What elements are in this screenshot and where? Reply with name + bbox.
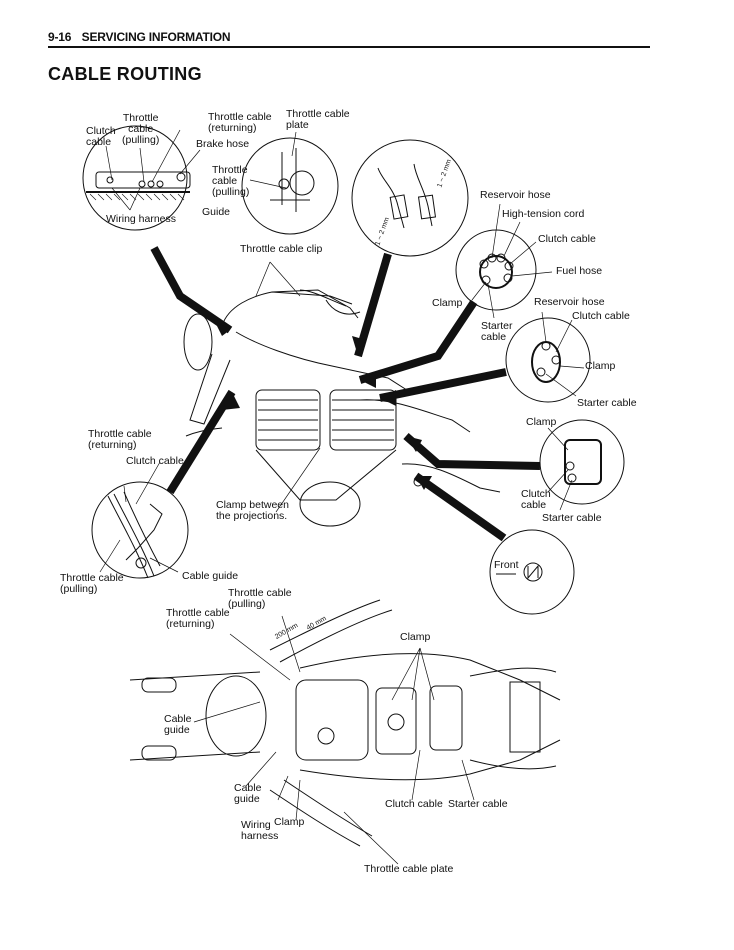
label-clutch-cable-5: Clutch cable [126, 455, 184, 467]
motorcycle-side-view [183, 289, 501, 527]
label-starter-cable-3: Starter cable [542, 512, 602, 524]
section-title: SERVICING INFORMATION [81, 30, 231, 44]
label-guide: Guide [202, 206, 231, 218]
label-clutch-cable-2: Clutch cable [538, 233, 596, 245]
label-starter-cable-4: Starter cable [448, 798, 508, 810]
page-number: 9-16 [48, 30, 72, 44]
label-cable-guide-1: Cable guide [182, 570, 239, 582]
label-high-tension-cord: High-tension cord [502, 208, 585, 220]
detail-circle-gap [351, 139, 469, 257]
label-front: Front [494, 559, 519, 571]
detail-circle-hoses [455, 229, 537, 311]
page-header: 9-16 SERVICING INFORMATION [48, 28, 650, 48]
page-title: CABLE ROUTING [48, 64, 202, 84]
label-brake-hose: Brake hose [196, 138, 250, 150]
detail-circle-cable-guide [91, 481, 189, 579]
label-throttle-cable-plate-1: Throttle cable plate [286, 108, 350, 131]
label-reservoir-hose-2: Reservoir hose [534, 296, 605, 308]
label-cable-guide-2: Cable guide [164, 713, 192, 736]
label-clamp-5: Clamp [274, 816, 305, 828]
label-throttle-cable-pulling-1: Throttle cable (pulling) [122, 112, 160, 146]
label-clutch-cable-6: Clutch cable [385, 798, 443, 810]
label-clamp-3: Clamp [526, 416, 557, 428]
label-cable-guide-3: Cable guide [234, 782, 262, 805]
label-clutch-cable-3: Clutch cable [572, 310, 630, 322]
motorcycle-top-view [129, 599, 561, 847]
label-starter-cable-1: Starter cable [481, 320, 513, 343]
label-starter-cable-2: Starter cable [577, 397, 637, 409]
detail-circle-guide [82, 125, 188, 231]
label-throttle-cable-returning-3: Throttle cable (returning) [166, 607, 230, 630]
label-clamp-4: Clamp [400, 631, 431, 643]
label-reservoir-hose-1: Reservoir hose [480, 189, 551, 201]
label-clutch-cable-4: Clutch cable [521, 488, 551, 511]
label-fuel-hose: Fuel hose [556, 265, 603, 277]
label-throttle-cable-pulling-2: Throttle cable (pulling) [212, 164, 250, 198]
label-throttle-cable-returning-1: Throttle cable (returning) [208, 111, 272, 134]
label-throttle-cable-pulling-4: Throttle cable (pulling) [228, 587, 292, 610]
label-clamp-2: Clamp [585, 360, 616, 372]
label-wiring-harness-1: Wiring harness [106, 213, 177, 225]
label-clamp-1: Clamp [432, 297, 463, 309]
label-wiring-harness-2: Wiring harness [241, 819, 279, 842]
label-throttle-cable-clip: Throttle cable clip [240, 243, 323, 255]
label-clamp-between-projections: Clamp between the projections. [216, 499, 289, 522]
label-throttle-cable-pulling-3: Throttle cable (pulling) [60, 572, 124, 595]
detail-circle-front [489, 529, 575, 615]
label-throttle-cable-plate-2: Throttle cable plate [364, 863, 454, 875]
detail-circle-throttle-plate [241, 137, 339, 235]
label-throttle-cable-returning-2: Throttle cable (returning) [88, 428, 152, 451]
label-clutch-cable-1: Clutch cable [86, 125, 116, 148]
detail-circle-clutch-starter [505, 317, 591, 403]
